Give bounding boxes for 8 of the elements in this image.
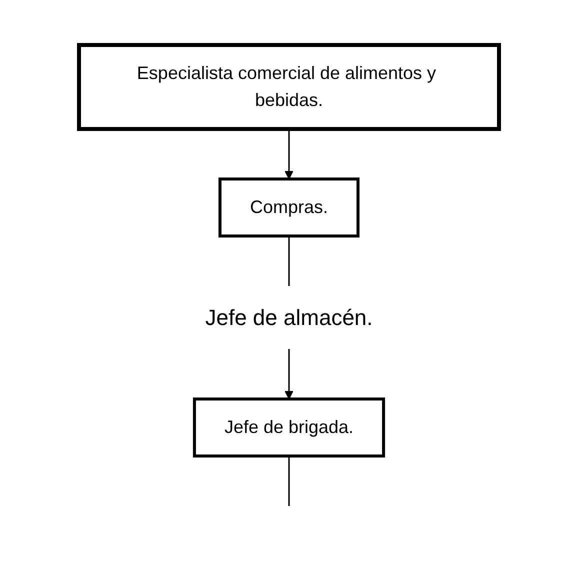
connector xyxy=(288,236,290,286)
connector xyxy=(288,456,290,506)
node-box: Especialista comercial de alimentos y bebidas. xyxy=(76,43,500,131)
arrow xyxy=(284,349,293,400)
node-box: Compras. xyxy=(218,178,360,238)
node-text: Jefe de almacén. xyxy=(204,305,372,330)
arrow xyxy=(284,129,293,180)
node-box: Jefe de brigada. xyxy=(192,398,385,458)
